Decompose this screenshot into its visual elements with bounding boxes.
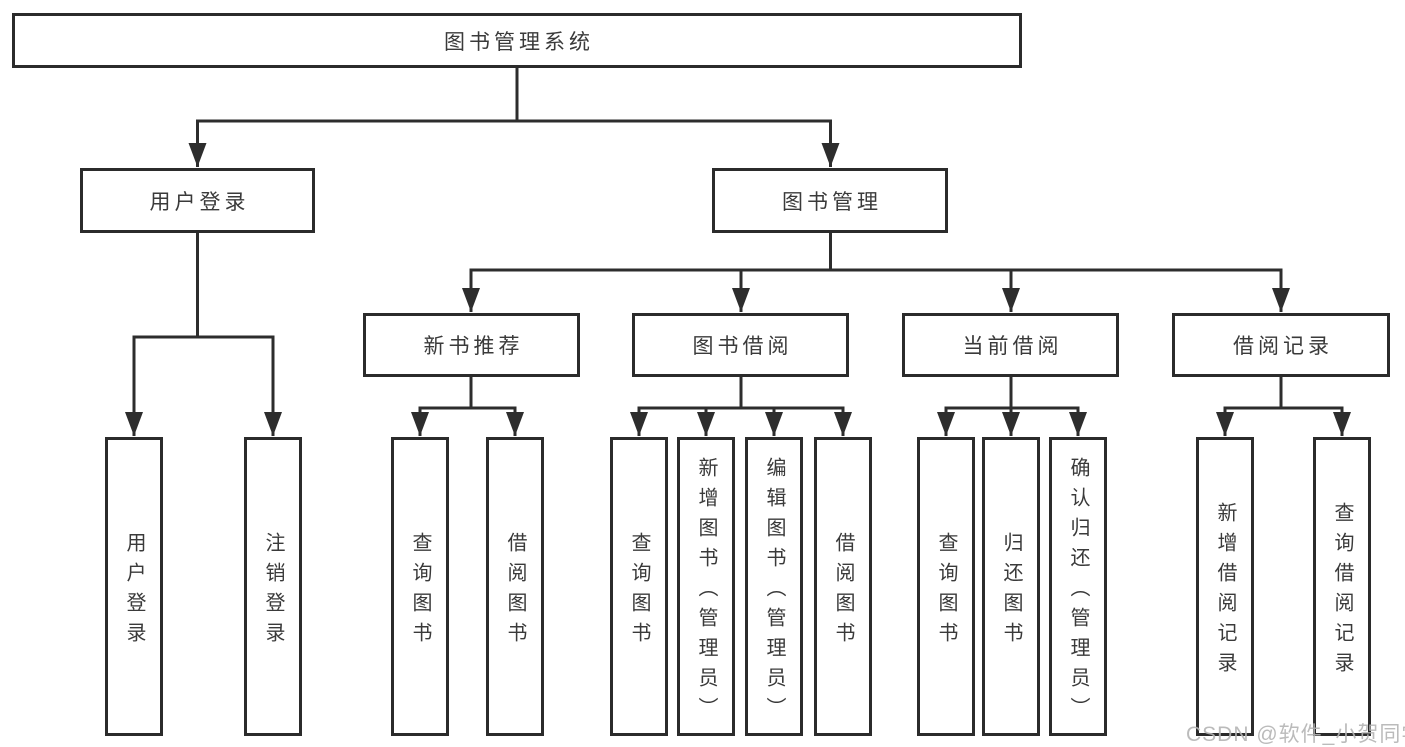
node-book-management-label: 图书管理: [782, 190, 882, 214]
node-new-book-recommend-label: 新书推荐: [423, 335, 524, 358]
leaf-borrow-books-2-label: 借阅图书: [832, 531, 854, 652]
node-current-borrow-label: 当前借阅: [962, 335, 1063, 358]
connector-root: [188, 68, 840, 167]
leaf-logout: 注销登录: [244, 437, 302, 736]
node-book-borrow-label: 图书借阅: [692, 335, 793, 358]
leaf-add-book-admin-label: 新增图书（管理员）: [695, 456, 717, 727]
leaf-return-book-label: 归还图书: [1000, 531, 1022, 652]
connector-user-login: [125, 233, 282, 436]
leaf-borrow-books-recommend-label: 借阅图书: [504, 531, 526, 652]
connector-book-borrow: [630, 375, 852, 436]
leaf-edit-book-admin: 编辑图书（管理员）: [745, 437, 803, 736]
leaf-query-borrow-record-label: 查询借阅记录: [1331, 501, 1353, 682]
connector-book-management: [462, 233, 1290, 312]
connector-borrow-records: [1216, 375, 1351, 436]
leaf-query-books-borrow: 查询图书: [610, 437, 668, 736]
leaf-query-books-recommend-label: 查询图书: [409, 531, 431, 652]
leaf-return-book: 归还图书: [982, 437, 1040, 736]
node-new-book-recommend: 新书推荐: [363, 313, 580, 377]
leaf-user-login-label: 用户登录: [123, 531, 145, 652]
leaf-query-borrow-record: 查询借阅记录: [1313, 437, 1371, 736]
node-current-borrow: 当前借阅: [902, 313, 1119, 377]
leaf-user-login: 用户登录: [105, 437, 163, 736]
csdn-watermark: CSDN @软件_小贺同学: [1186, 723, 1405, 746]
leaf-add-book-admin: 新增图书（管理员）: [677, 437, 735, 736]
node-root: 图书管理系统: [12, 13, 1022, 68]
leaf-query-books-borrow-label: 查询图书: [628, 531, 650, 652]
leaf-confirm-return-admin-label: 确认归还（管理员）: [1067, 456, 1089, 727]
leaf-logout-label: 注销登录: [262, 531, 284, 652]
node-user-login: 用户登录: [80, 168, 315, 233]
leaf-add-borrow-record-label: 新增借阅记录: [1214, 501, 1236, 682]
node-book-borrow: 图书借阅: [632, 313, 849, 377]
node-root-label: 图书管理系统: [444, 30, 594, 54]
node-borrow-records-label: 借阅记录: [1233, 335, 1333, 358]
leaf-query-books-current: 查询图书: [917, 437, 975, 736]
leaf-edit-book-admin-label: 编辑图书（管理员）: [763, 456, 785, 727]
connector-current-borrow: [937, 375, 1087, 436]
leaf-confirm-return-admin: 确认归还（管理员）: [1049, 437, 1107, 736]
node-book-management: 图书管理: [712, 168, 948, 233]
leaf-query-books-current-label: 查询图书: [935, 531, 957, 652]
node-user-login-label: 用户登录: [149, 190, 250, 214]
leaf-add-borrow-record: 新增借阅记录: [1196, 437, 1254, 736]
connector-new-book-recommend: [411, 375, 524, 436]
leaf-borrow-books-recommend: 借阅图书: [486, 437, 544, 736]
node-borrow-records: 借阅记录: [1172, 313, 1390, 377]
leaf-query-books-recommend: 查询图书: [391, 437, 449, 736]
leaf-borrow-books-2: 借阅图书: [814, 437, 872, 736]
